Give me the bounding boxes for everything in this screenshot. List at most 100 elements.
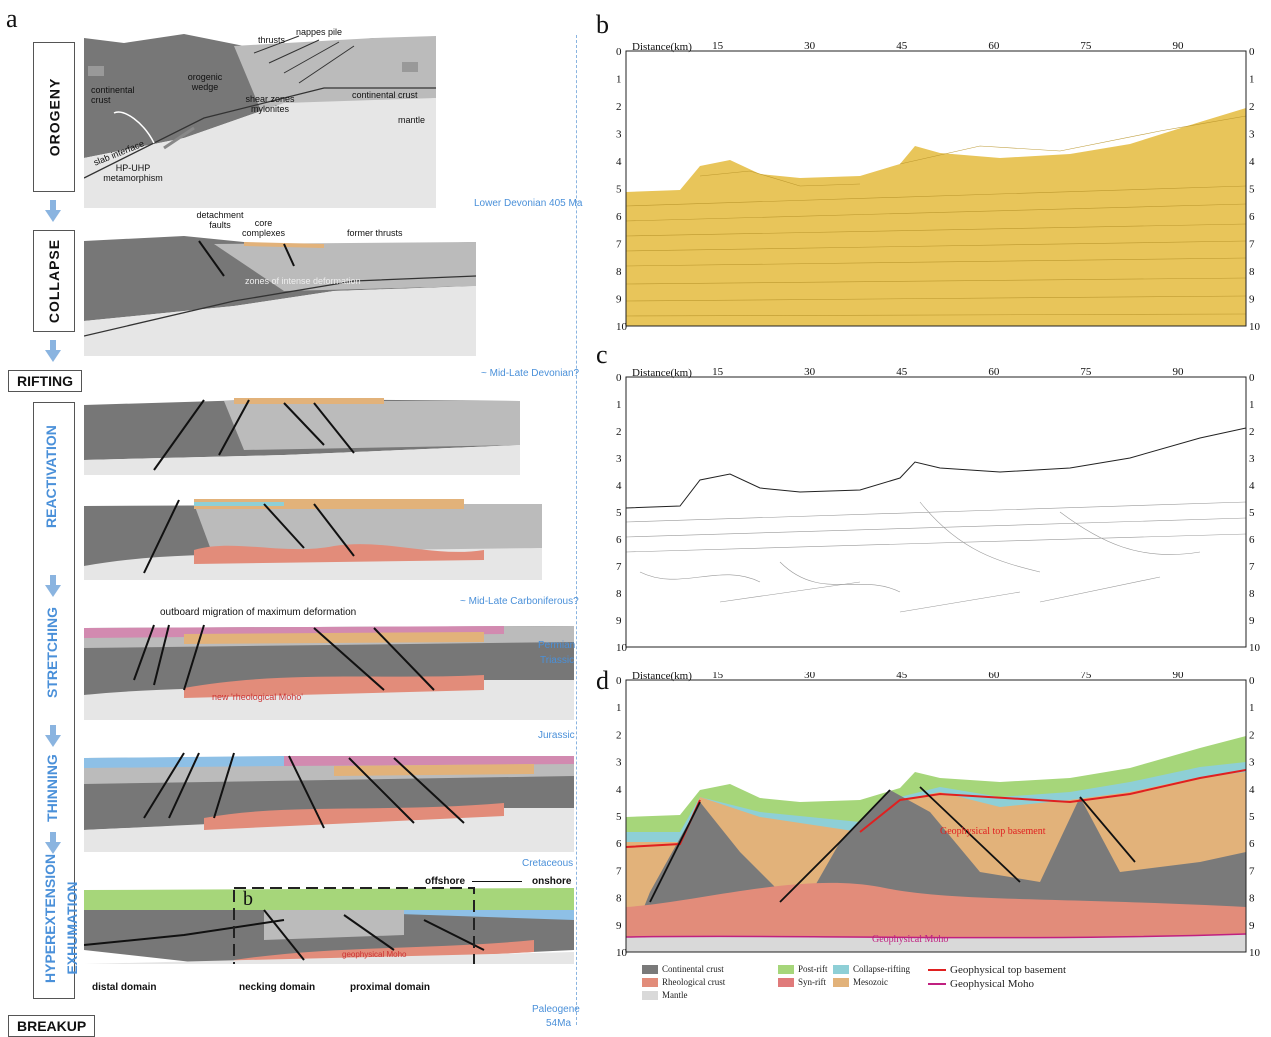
swatch-red-line	[928, 969, 946, 971]
offshore-onshore-arrow-icon	[472, 881, 522, 882]
b-x-tick: 30	[804, 40, 816, 52]
c-y-tick-r: 1	[1249, 399, 1255, 411]
stage-rifting: RIFTING	[8, 370, 82, 392]
legend-syn-rift: Syn-rift	[778, 977, 826, 987]
d-axis-title: Distance(km)	[632, 672, 692, 682]
b-y-tick-l: 0	[616, 46, 622, 58]
swatch-collapse	[833, 964, 849, 974]
label-proximal: proximal domain	[350, 982, 431, 993]
b-x-tick: 60	[988, 40, 1000, 52]
c-y-tick-l: 9	[616, 615, 622, 627]
swatch-rheo	[642, 977, 658, 987]
c-y-tick-r: 8	[1249, 588, 1255, 600]
b-y-tick-l: 6	[616, 211, 622, 223]
b-y-tick-r: 3	[1249, 129, 1255, 141]
legend-collapse-rifting: Collapse-rifting	[833, 964, 910, 974]
b-y-tick-r: 4	[1249, 156, 1255, 168]
b-y-tick-l: 9	[616, 294, 622, 306]
hyperextension-section	[84, 887, 574, 964]
panel-a-letter: a	[6, 4, 18, 33]
label-orogenic-wedge: orogenic wedge	[187, 72, 223, 92]
b-y-tick-l: 3	[616, 129, 622, 141]
panel-d-geology: Distance(km) Geophysical top basement Ge…	[616, 672, 1261, 959]
d-y-tick-r: 4	[1249, 784, 1255, 796]
label-continental-crust-left: continental crust	[91, 85, 135, 105]
c-x-tick: 15	[712, 366, 724, 378]
label-former-thrusts: former thrusts	[347, 228, 403, 238]
c-y-tick-l: 4	[616, 480, 622, 492]
orogeny-section	[84, 28, 436, 208]
b-x-tick: 45	[896, 40, 908, 52]
down-arrow-3-icon	[45, 585, 61, 597]
timeline-line	[576, 35, 577, 1025]
d-x-tick: 15	[712, 672, 724, 681]
d-x-tick: 90	[1172, 672, 1184, 681]
c-y-tick-r: 9	[1249, 615, 1255, 627]
c-y-tick-l: 1	[616, 399, 622, 411]
label-exhumation: EXHUMATION	[64, 881, 80, 975]
c-x-tick: 45	[896, 366, 908, 378]
d-y-tick-r: 8	[1249, 893, 1255, 905]
b-y-tick-l: 5	[616, 184, 622, 196]
c-y-tick-l: 10	[616, 642, 628, 654]
age-lower-devonian: Lower Devonian 405 Ma	[474, 198, 583, 209]
swatch-synrift	[778, 977, 794, 987]
c-y-tick-r: 4	[1249, 480, 1255, 492]
c-y-tick-r: 10	[1249, 642, 1261, 654]
panel-c-letter: c	[596, 340, 608, 369]
d-x-tick: 60	[988, 672, 1000, 681]
label-thrusts: thrusts	[258, 35, 286, 45]
stretching-section	[84, 624, 574, 720]
c-y-tick-l: 2	[616, 426, 622, 438]
d-y-tick-l: 5	[616, 811, 622, 823]
b-y-tick-r: 1	[1249, 74, 1255, 86]
d-moho-label: Geophysical Moho	[872, 934, 948, 945]
age-permian: Permian	[538, 640, 576, 651]
seismic-fill	[626, 108, 1246, 326]
d-x-tick: 75	[1080, 672, 1092, 681]
label-stretching: STRETCHING	[44, 607, 60, 698]
b-y-tick-r: 6	[1249, 211, 1255, 223]
d-y-tick-l: 3	[616, 757, 622, 769]
label-reactivation: REACTIVATION	[43, 425, 59, 528]
d-y-tick-l: 8	[616, 893, 622, 905]
label-continental-crust-right: continental crust	[352, 90, 418, 100]
arrow-stem-2	[50, 340, 56, 350]
age-paleogene: Paleogene	[532, 1004, 580, 1015]
panel-d-letter: d	[596, 666, 609, 695]
c-y-tick-r: 5	[1249, 507, 1255, 519]
collapse-section	[84, 236, 476, 356]
b-y-tick-r: 0	[1249, 46, 1255, 58]
label-distal: distal domain	[92, 982, 157, 993]
b-y-tick-r: 5	[1249, 184, 1255, 196]
c-y-tick-r: 3	[1249, 453, 1255, 465]
panel-b-letter: b	[596, 10, 609, 39]
label-nappes: nappes pile	[296, 27, 343, 37]
label-outboard: outboard migration of maximum deformatio…	[160, 607, 357, 618]
b-axis-title: Distance(km)	[632, 41, 692, 53]
d-y-tick-l: 9	[616, 920, 622, 932]
label-thinning: THINNING	[44, 754, 60, 822]
age-cretaceous: Cretaceous	[522, 858, 574, 869]
label-onshore: onshore	[532, 876, 572, 887]
b-y-tick-l: 2	[616, 101, 622, 113]
swatch-crust	[642, 964, 658, 974]
d-y-tick-r: 9	[1249, 920, 1255, 932]
c-y-tick-l: 6	[616, 534, 622, 546]
b-y-tick-r: 9	[1249, 294, 1255, 306]
down-arrow-2-icon	[45, 350, 61, 362]
label-hp-uhp: HP-UHP metamorphism	[103, 163, 163, 183]
age-jurassic: Jurassic	[538, 730, 575, 741]
d-y-tick-l: 1	[616, 702, 622, 714]
d-y-tick-r: 6	[1249, 838, 1255, 850]
reactivation-section-1	[84, 398, 520, 475]
c-y-tick-l: 3	[616, 453, 622, 465]
legend-mesozoic: Mesozoic	[833, 977, 888, 987]
arrow-stem-5	[50, 832, 56, 842]
reactivation-section-2	[84, 499, 542, 580]
down-arrow-5-icon	[45, 842, 61, 854]
label-geo-moho-sketch: geophysical Moho	[342, 950, 407, 959]
thinning-section	[84, 752, 574, 852]
label-shear-zones: shear zones mylonites	[245, 94, 295, 114]
legend-continental-crust: Continental crust	[642, 964, 724, 974]
